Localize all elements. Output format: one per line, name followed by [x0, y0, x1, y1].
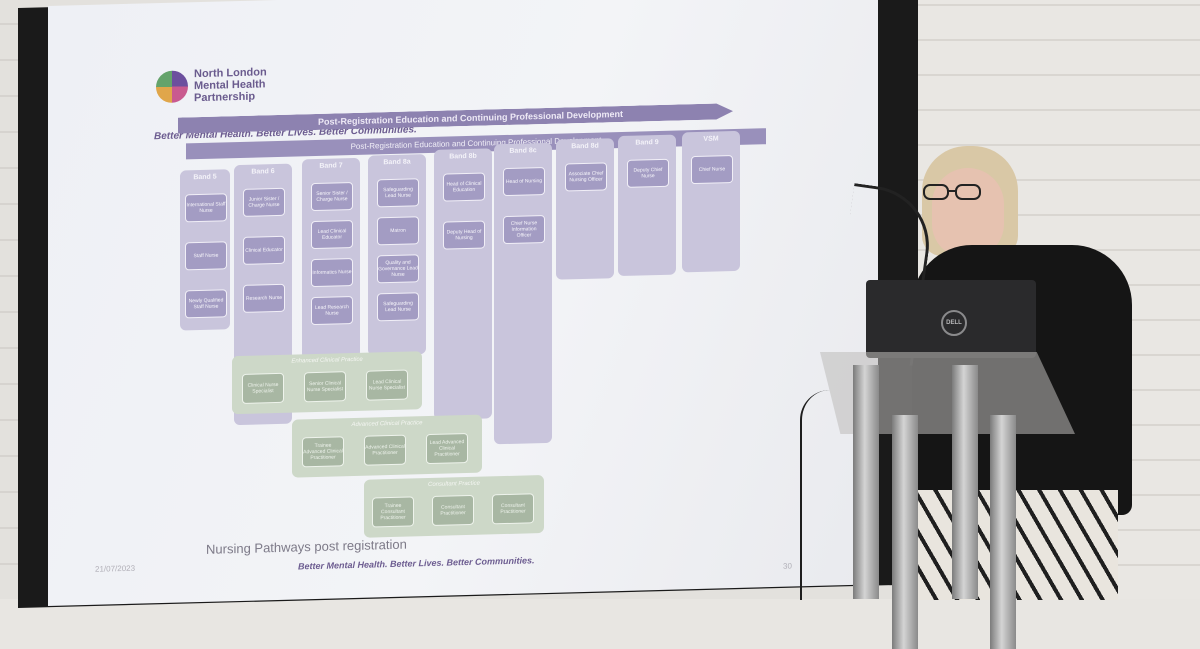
- slide-banner: Post-Registration Education and Continui…: [178, 103, 733, 134]
- band-title: Band 7: [319, 162, 343, 170]
- microphone-cable: [800, 390, 842, 600]
- presenter-face: [932, 168, 1004, 258]
- band-title: VSM: [703, 135, 719, 143]
- consultant-role: Consultant Practitioner: [492, 493, 534, 525]
- role-box: Clinical Educator: [243, 235, 285, 265]
- role-box: Associate Chief Nursing Officer: [565, 162, 607, 192]
- role-box: Deputy Chief Nurse: [627, 158, 669, 188]
- laptop: DELL: [866, 280, 1036, 358]
- role-box: International Staff Nurse: [185, 193, 227, 223]
- consultant-practice-title: Consultant Practice: [427, 480, 481, 489]
- band-title: Band 8a: [383, 158, 411, 167]
- advanced-role: Trainee Advanced Clinical Practitioner: [302, 436, 344, 468]
- role-box: Lead Research Nurse: [311, 296, 353, 326]
- band-column-9: VSM Chief Nurse: [682, 130, 740, 273]
- enhanced-role: Senior Clinical Nurse Specialist: [304, 371, 346, 403]
- advanced-role: Advanced Clinical Practitioner: [364, 434, 406, 466]
- slide-page-number: 30: [783, 561, 792, 571]
- podium-pole: [952, 365, 978, 599]
- slide-footer-title: Nursing Pathways post registration: [206, 536, 407, 557]
- role-box: Newly Qualified Staff Nurse: [185, 289, 227, 319]
- consultant-practice-panel: Consultant Practice Trainee Consultant P…: [364, 475, 544, 538]
- role-box: Research Nurse: [243, 283, 285, 313]
- role-box: Head of Nursing: [503, 166, 545, 197]
- role-box: Safeguarding Lead Nurse: [377, 178, 419, 208]
- logo-line-3: Partnership: [194, 90, 256, 105]
- consultant-role: Trainee Consultant Practitioner: [372, 496, 414, 528]
- enhanced-role: Lead Clinical Nurse Specialist: [366, 369, 408, 401]
- band-title: Band 8c: [509, 147, 537, 155]
- dell-logo-icon: DELL: [941, 310, 967, 336]
- consultant-role: Consultant Practitioner: [432, 494, 474, 526]
- presenter-skirt: [918, 490, 1118, 600]
- role-box: Deputy Head of Nursing: [443, 220, 485, 250]
- band-column-7: Band 8d Associate Chief Nursing Officer: [556, 138, 614, 280]
- logo-icon: [156, 70, 188, 104]
- band-column-8: Band 9 Deputy Chief Nurse: [618, 134, 676, 277]
- podium-pole: [990, 415, 1016, 649]
- glasses-icon: [923, 184, 981, 200]
- role-box: Safeguarding Lead Nurse: [377, 292, 419, 322]
- enhanced-practice-title: Enhanced Clinical Practice: [291, 356, 363, 365]
- enhanced-role: Clinical Nurse Specialist: [242, 372, 284, 404]
- role-box: Lead Clinical Educator: [311, 220, 353, 250]
- band-title: Band 8b: [449, 152, 477, 161]
- role-box: Chief Nurse: [691, 155, 733, 185]
- podium-pole: [853, 365, 879, 599]
- band-title: Band 9: [635, 139, 659, 147]
- role-box: Senior Sister / Charge Nurse: [311, 182, 353, 212]
- enhanced-practice-panel: Enhanced Clinical Practice Clinical Nurs…: [232, 351, 422, 415]
- role-box: Staff Nurse: [185, 241, 227, 271]
- advanced-practice-panel: Advanced Clinical Practice Trainee Advan…: [292, 414, 482, 478]
- band-title: Band 8d: [571, 142, 599, 151]
- nlmhp-logo: North London Mental Health Partnership: [156, 65, 314, 105]
- slide-footer-tagline: Better Mental Health. Better Lives. Bett…: [298, 555, 535, 572]
- band-title: Band 5: [193, 173, 217, 182]
- projected-slide: North London Mental Health Partnership B…: [48, 0, 878, 606]
- role-box: Junior Sister / Charge Nurse: [243, 187, 285, 217]
- role-box: Informatics Nurse: [311, 258, 353, 288]
- podium-pole: [892, 415, 918, 649]
- role-box: Quality and Governance Lead Nurse: [377, 254, 419, 284]
- role-box: Matron: [377, 216, 419, 246]
- role-box: Head of Clinical Education: [443, 172, 485, 202]
- role-box: Chief Nurse Information Officer: [503, 214, 545, 245]
- slide-date: 21/07/2023: [95, 563, 136, 574]
- advanced-practice-title: Advanced Clinical Practice: [351, 420, 423, 429]
- advanced-role: Lead Advanced Clinical Practitioner: [426, 433, 468, 465]
- band-title: Band 6: [251, 168, 275, 176]
